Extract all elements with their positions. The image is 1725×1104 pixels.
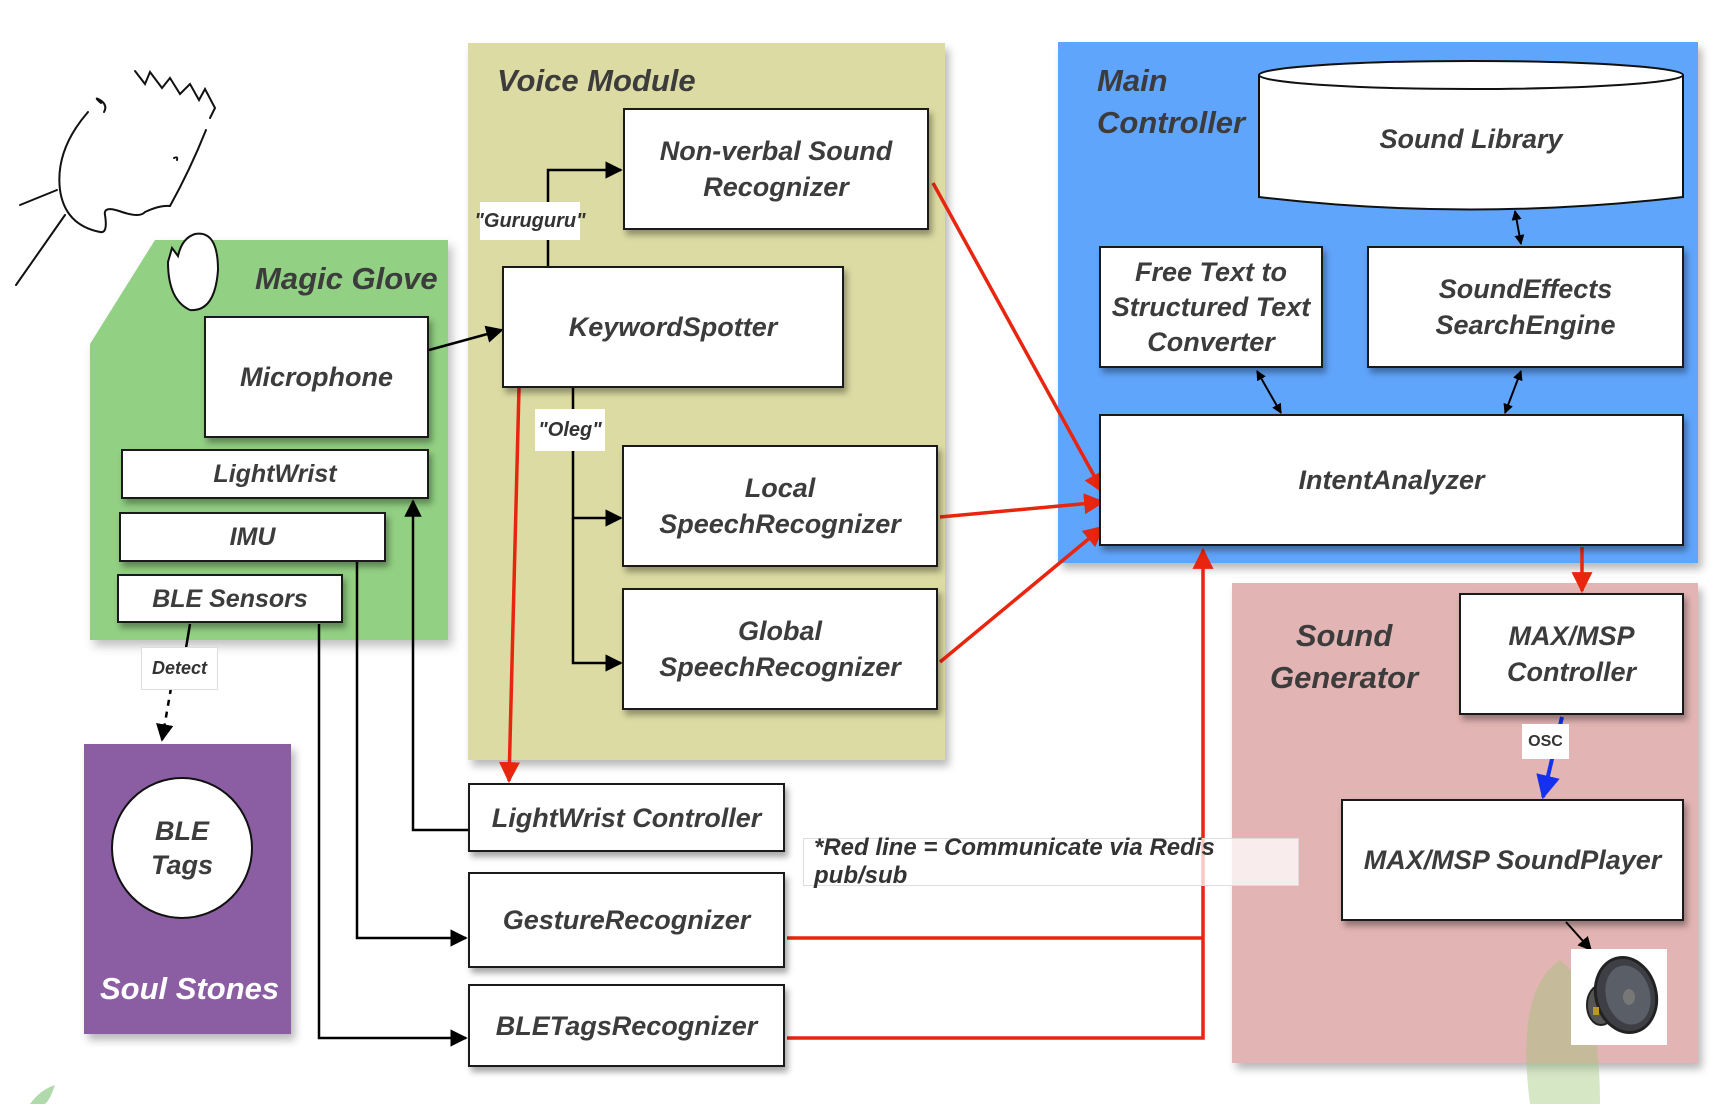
intent-analyzer-box[interactable]: IntentAnalyzer: [1099, 414, 1684, 546]
maxmsp-controller-box[interactable]: MAX/MSP Controller: [1459, 593, 1684, 715]
speaker-icon: [1571, 949, 1667, 1045]
imu-box[interactable]: IMU: [119, 512, 386, 562]
oleg-label: "Oleg": [535, 409, 605, 451]
gesture-recognizer-box[interactable]: GestureRecognizer: [468, 872, 785, 968]
free-text-converter-box[interactable]: Free Text to Structured Text Converter: [1099, 246, 1323, 368]
ble-detect-line: [184, 623, 192, 649]
ble-to-bletags-arrow: [317, 624, 468, 1047]
detect-label: Detect: [141, 647, 218, 690]
global-speech-recognizer-box[interactable]: Global SpeechRecognizer: [622, 588, 938, 710]
osc-label: OSC: [1522, 724, 1569, 759]
keyword-spotter-box[interactable]: KeywordSpotter: [502, 266, 844, 388]
maxmsp-soundplayer-box[interactable]: MAX/MSP SoundPlayer: [1341, 799, 1684, 921]
redis-legend-note: *Red line = Communicate via Redis pub/su…: [803, 834, 1299, 889]
voice-module-title: Voice Module: [497, 63, 696, 98]
bletags-recognizer-box[interactable]: BLETagsRecognizer: [468, 984, 785, 1067]
lightwrist-controller-box[interactable]: LightWrist Controller: [468, 783, 785, 852]
ble-tags-circle[interactable]: BLE Tags: [111, 777, 253, 919]
soul-stones-title: Soul Stones: [100, 971, 280, 1006]
sound-generator-title: Sound Generator: [1270, 618, 1419, 695]
magic-glove-title: Magic Glove: [255, 261, 438, 296]
microphone-box[interactable]: Microphone: [204, 316, 429, 438]
ble-sensors-box[interactable]: BLE Sensors: [117, 574, 343, 623]
detect-dashed-arrow: [156, 687, 174, 742]
controller-to-lightwrist-arrow: [404, 499, 468, 832]
sound-library-label: Sound Library: [1379, 124, 1563, 154]
local-speech-recognizer-box[interactable]: Local SpeechRecognizer: [622, 445, 938, 567]
main-controller-title: Main Controller: [1097, 63, 1246, 140]
imu-to-gesture-arrow: [355, 562, 468, 947]
soundeffects-search-engine-box[interactable]: SoundEffects SearchEngine: [1367, 246, 1684, 368]
guruguru-label: "Guruguru": [474, 202, 586, 240]
non-verbal-sound-recognizer-box[interactable]: Non-verbal Sound Recognizer: [623, 108, 929, 230]
lightwrist-box[interactable]: LightWrist: [121, 449, 429, 499]
